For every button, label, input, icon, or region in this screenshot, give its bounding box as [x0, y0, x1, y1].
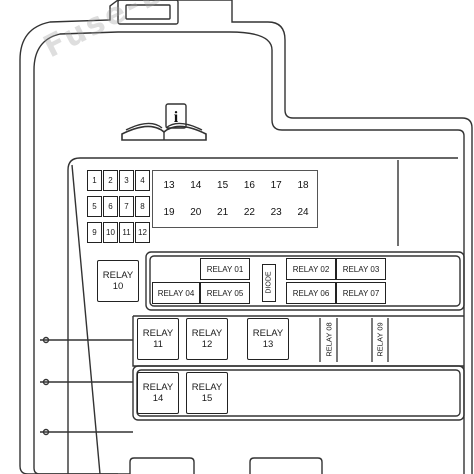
- relay-tray-middle: [132, 315, 464, 367]
- diagonal-edge: [71, 164, 101, 474]
- relay-03[interactable]: RELAY 03: [336, 258, 386, 280]
- panel-border: [67, 157, 458, 474]
- fuse-16[interactable]: 16: [243, 179, 255, 191]
- rib-dot: [42, 336, 50, 344]
- fuse-13[interactable]: 13: [163, 179, 175, 191]
- fuse-20[interactable]: 20: [190, 206, 202, 218]
- fuse-10[interactable]: 10: [103, 222, 118, 243]
- relay-06[interactable]: RELAY 06: [286, 282, 336, 304]
- relay-07[interactable]: RELAY 07: [336, 282, 386, 304]
- fuse-6[interactable]: 6: [103, 196, 118, 217]
- relay-11-label: RELAY: [142, 328, 174, 339]
- bottom-connector: [129, 457, 195, 474]
- fuse-19[interactable]: 19: [163, 206, 175, 218]
- housing-outer: [19, 0, 473, 474]
- relay-tray-upper-inner: [149, 255, 461, 307]
- relay-15-label: RELAY: [191, 382, 223, 393]
- diode-label: DIODE: [265, 271, 273, 294]
- bottom-connector: [249, 457, 323, 474]
- relay-15[interactable]: RELAY 15: [186, 372, 228, 414]
- info-icon-frame: [165, 103, 187, 129]
- relay-15-number: 15: [201, 393, 213, 404]
- fuse-18[interactable]: 18: [297, 179, 309, 191]
- relay-14[interactable]: RELAY 14: [137, 372, 179, 414]
- relay-10[interactable]: RELAY 10: [97, 260, 139, 302]
- relay-12-label: RELAY: [191, 328, 223, 339]
- fuse-21[interactable]: 21: [217, 206, 229, 218]
- fuse-14[interactable]: 14: [190, 179, 202, 191]
- relay-tray-upper: [145, 251, 465, 311]
- fuse-8[interactable]: 8: [135, 196, 150, 217]
- info-icon: i: [174, 109, 179, 126]
- book-icon: [121, 125, 207, 141]
- fuse-22[interactable]: 22: [243, 206, 255, 218]
- fuse-15[interactable]: 15: [217, 179, 229, 191]
- housing-inner: [33, 31, 465, 474]
- fuse-4[interactable]: 4: [135, 170, 150, 191]
- rib-dot: [42, 378, 50, 386]
- diode[interactable]: [262, 264, 276, 302]
- relay-02[interactable]: RELAY 02: [286, 258, 336, 280]
- fuse-12[interactable]: 12: [135, 222, 150, 243]
- relay-13-number: 13: [262, 339, 274, 350]
- relay-10-label: RELAY: [102, 270, 134, 281]
- relay-04[interactable]: RELAY 04: [152, 282, 200, 304]
- relay-11-number: 11: [153, 339, 163, 350]
- rib-dot: [42, 428, 50, 436]
- fuse-block: [152, 170, 318, 228]
- top-clip: [117, 0, 179, 25]
- relay-01[interactable]: RELAY 01: [200, 258, 250, 280]
- fuse-7[interactable]: 7: [119, 196, 134, 217]
- fuse-9[interactable]: 9: [87, 222, 102, 243]
- relay-08-label[interactable]: RELAY 08: [324, 322, 334, 357]
- fuse-17[interactable]: 17: [270, 179, 282, 191]
- relay-14-number: 14: [152, 393, 164, 404]
- top-clip-slot: [125, 4, 171, 20]
- relay-13[interactable]: RELAY 13: [247, 318, 289, 360]
- book-icon-pages: [125, 122, 203, 131]
- relay-05[interactable]: RELAY 05: [200, 282, 250, 304]
- fuse-5[interactable]: 5: [87, 196, 102, 217]
- relay-09-label[interactable]: RELAY 09: [375, 322, 385, 357]
- fuse-1[interactable]: 1: [87, 170, 102, 191]
- fuse-24[interactable]: 24: [297, 206, 309, 218]
- relay-14-label: RELAY: [142, 382, 174, 393]
- relay-11[interactable]: RELAY 11: [137, 318, 179, 360]
- relay-tray-lower: [132, 365, 465, 421]
- fuse-23[interactable]: 23: [270, 206, 282, 218]
- relay-12[interactable]: RELAY 12: [186, 318, 228, 360]
- fuse-2[interactable]: 2: [103, 170, 118, 191]
- relay-13-label: RELAY: [252, 328, 284, 339]
- relay-10-number: 10: [112, 281, 124, 292]
- relay-12-number: 12: [201, 339, 213, 350]
- fuse-3[interactable]: 3: [119, 170, 134, 191]
- fuse-11[interactable]: 11: [119, 222, 134, 243]
